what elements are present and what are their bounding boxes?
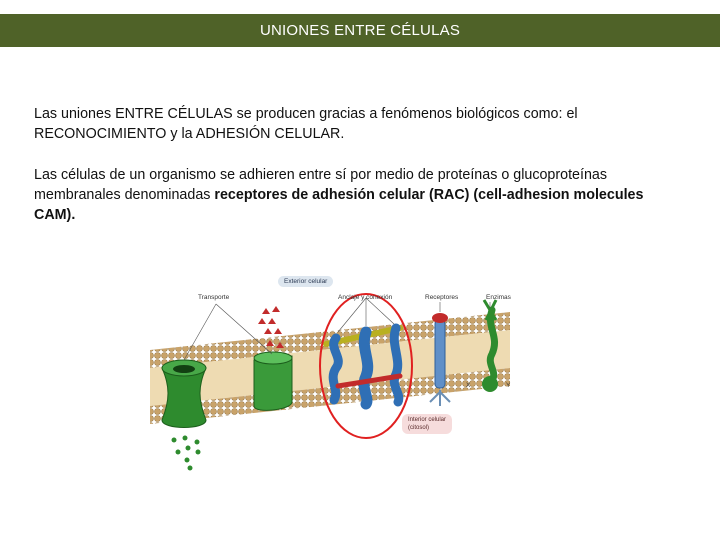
anchor-proteins	[323, 323, 404, 410]
slide-title-text: UNIONES ENTRE CÉLULAS	[259, 22, 461, 39]
paragraph-1: Las uniones ENTRE CÉLULAS se producen gr…	[34, 106, 578, 142]
paragraph-2-text: Las células de un organismo se adhieren …	[34, 167, 608, 203]
label-x: X	[466, 382, 471, 389]
transport-channel	[161, 359, 207, 428]
label-interior-line1: Interior celular	[408, 417, 447, 423]
label-enzymes: Enzimas	[486, 294, 511, 301]
label-exterior: Exterior celular	[278, 276, 334, 287]
slide-title: UNIONES ENTRE CÉLULAS	[0, 14, 720, 47]
red-molecules	[258, 306, 284, 348]
highlight-ellipse	[319, 293, 413, 439]
receptor-protein	[429, 313, 451, 406]
label-receptors: Receptores	[425, 294, 459, 301]
leader-lines	[183, 297, 491, 361]
membrane-proteins-figure: Exterior celular Transporte Anclaje y co…	[140, 268, 530, 480]
paragraph-2: Las células de un organismo se adhieren …	[34, 165, 684, 225]
enzyme-protein	[482, 299, 499, 392]
carrier-protein	[253, 351, 293, 411]
label-anchoring: Anclaje y conexión	[338, 294, 393, 301]
label-interior: Interior celular (citosol)	[402, 414, 453, 434]
transported-molecules	[171, 435, 201, 471]
membrane-illustration	[150, 293, 510, 471]
slide-body: Las uniones ENTRE CÉLULAS se producen gr…	[34, 104, 684, 246]
label-transport: Transporte	[198, 294, 230, 301]
paragraph-2-bold: receptores de adhesión celular (RAC) (ce…	[34, 187, 644, 223]
label-y: Y	[506, 382, 511, 389]
label-interior-line2: (citosol)	[408, 425, 430, 431]
